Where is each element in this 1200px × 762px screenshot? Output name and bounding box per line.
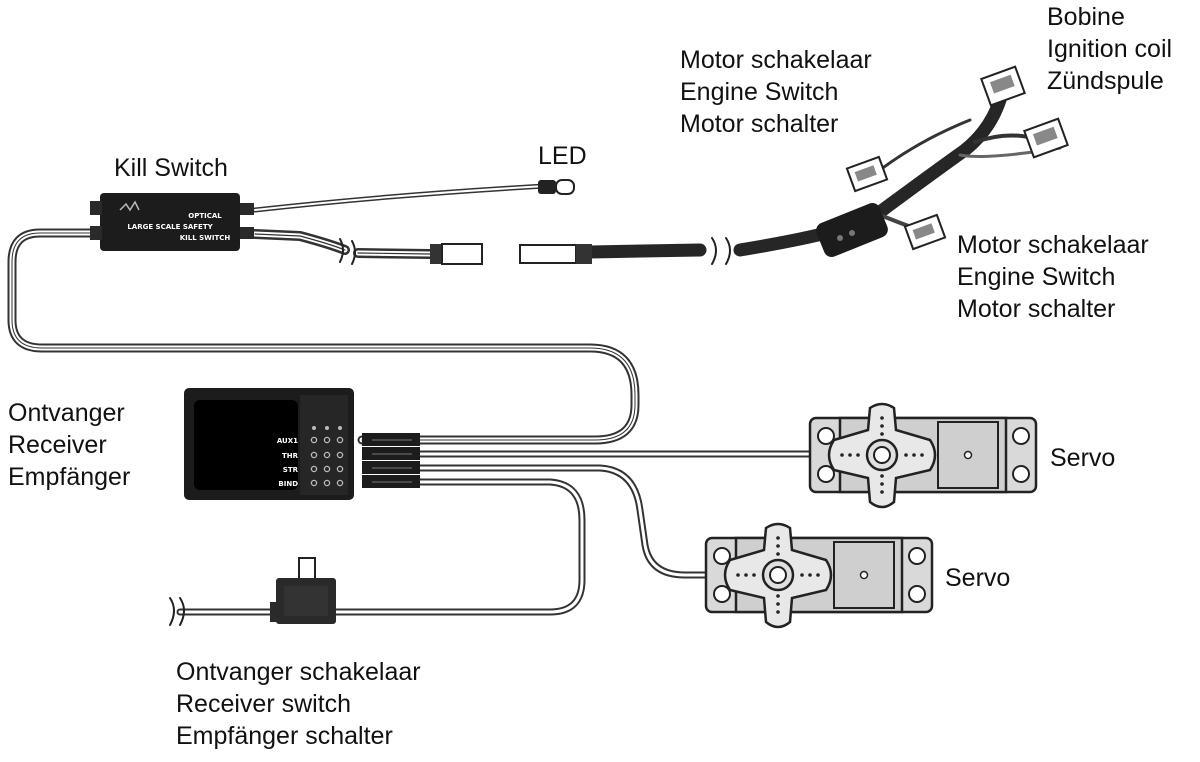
receiver-pin-grid <box>310 436 344 487</box>
led-label: LED <box>538 142 587 170</box>
engine-switch-label-top: Motor schakelaar Engine Switch Motor sch… <box>680 46 872 138</box>
kill-switch-text-line3: KILL SWITCH <box>180 234 231 242</box>
servo-2-label: Servo <box>945 564 1011 592</box>
ignition-coil-terminal-2 <box>1023 117 1069 159</box>
port-label-aux1: AUX1 <box>277 437 298 445</box>
engine-switch-label-right: Motor schakelaar Engine Switch Motor sch… <box>957 231 1149 323</box>
receiver-box: AUX1 THR STR BIND <box>184 388 354 500</box>
brand-logo-icon <box>119 200 140 212</box>
servo-1-label: Servo <box>1050 444 1116 472</box>
cables <box>7 93 1062 626</box>
port-label-str: STR <box>283 466 299 474</box>
led-plug-icon <box>538 179 575 195</box>
servo-1 <box>808 402 1038 509</box>
harness-cable <box>583 93 1007 259</box>
inline-connector <box>430 243 592 265</box>
receiver-switch-label: Ontvanger schakelaar Receiver switch Emp… <box>176 658 421 750</box>
receiver-switch-icon <box>270 557 336 624</box>
ignition-coil-label: Bobine Ignition coil Zündspule <box>1047 3 1173 95</box>
receiver-plugs <box>362 433 420 488</box>
kill-switch-label: Kill Switch <box>114 154 228 182</box>
receiver-label: Ontvanger Receiver Empfänger <box>8 399 131 491</box>
kill-switch-text-line1: OPTICAL <box>188 212 222 220</box>
receiver-switch-cable <box>176 478 586 616</box>
ignition-coil-terminal <box>980 65 1026 107</box>
engine-switch-terminal-top <box>845 155 889 193</box>
port-label-bind: BIND <box>278 480 298 488</box>
kill-switch-text-line2: LARGE SCALE SAFETY <box>127 223 213 231</box>
ignition-harness-icon <box>816 65 1069 258</box>
servo-2 <box>704 522 934 629</box>
engine-switch-terminal-right <box>903 213 947 251</box>
kill-switch-module: OPTICAL LARGE SCALE SAFETY KILL SWITCH <box>90 193 254 251</box>
port-label-thr: THR <box>282 452 299 460</box>
